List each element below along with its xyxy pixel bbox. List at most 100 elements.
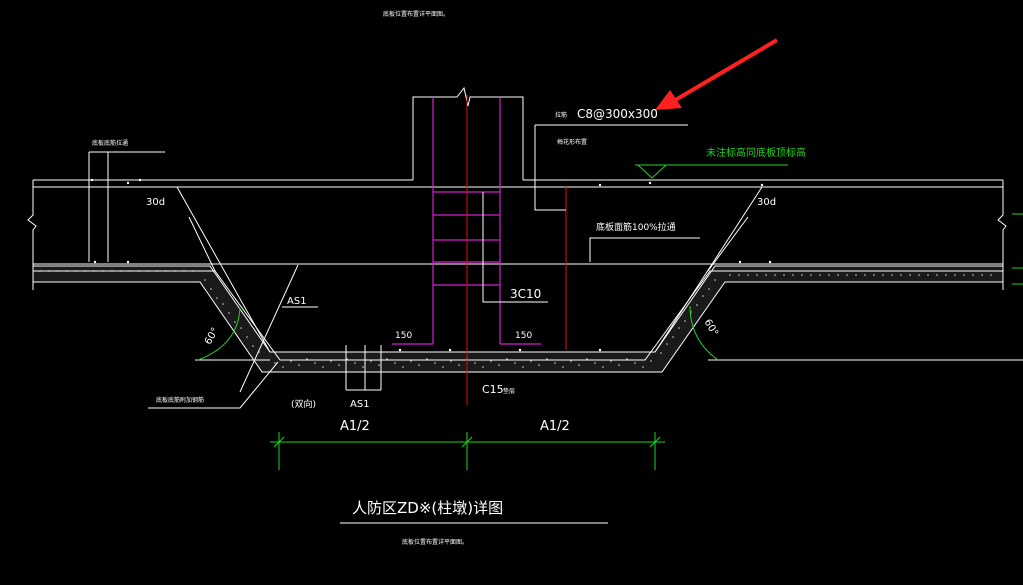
- label-bottom-bars-through: 底板底筋拉通: [92, 139, 128, 147]
- hatch-dot: [506, 358, 508, 360]
- hatch-dot: [909, 274, 911, 276]
- hatch-dot: [756, 274, 758, 276]
- hatch-dot: [634, 362, 636, 364]
- red-arrow: [655, 38, 779, 110]
- hatch-dot: [610, 360, 612, 362]
- hatch-dot: [458, 364, 460, 366]
- hatch-dot: [386, 358, 388, 360]
- arc-right: [689, 305, 719, 361]
- column-outline: [412, 86, 524, 180]
- hatch-dot: [738, 274, 740, 276]
- label-bottom-rebar-note: 底板面筋100%拉通: [596, 221, 676, 233]
- hatch-dot: [819, 274, 821, 276]
- label-anchor-right: 30d: [757, 197, 776, 208]
- hatch-dot: [222, 303, 224, 305]
- hatch-dot: [855, 274, 857, 276]
- leader-lines: [88, 124, 1023, 524]
- leader-mesh-v: [534, 125, 566, 211]
- hatch-dot: [618, 364, 620, 366]
- dimension-line: [270, 432, 665, 470]
- label-3c10: 3C10: [510, 287, 541, 301]
- hatch-dot: [714, 279, 716, 281]
- hatch-dot: [702, 295, 704, 297]
- hatch-dot: [442, 366, 444, 368]
- label-150-left: 150: [395, 331, 412, 341]
- hatch-dot: [810, 274, 812, 276]
- hatch-dot: [708, 288, 710, 290]
- label-cushion: C15: [482, 383, 504, 396]
- rebar-dot: [648, 181, 652, 185]
- hatch-dot: [666, 343, 668, 345]
- hatch-dot: [362, 366, 364, 368]
- hatch-dot: [626, 358, 628, 360]
- hatch-dot: [210, 288, 212, 290]
- hatch-dot: [306, 358, 308, 360]
- hatch-dot: [882, 274, 884, 276]
- rebar-dot: [738, 260, 742, 264]
- hatch-dot: [252, 345, 254, 347]
- hatch-dot: [274, 362, 276, 364]
- hatch-dot: [765, 274, 767, 276]
- hatch-dot: [864, 274, 866, 276]
- label-unmarked-elev: 未注标高同底板顶标高: [706, 146, 806, 159]
- hatch-dot: [216, 297, 218, 299]
- hatch-dot: [554, 362, 556, 364]
- rebar-dot: [760, 183, 764, 187]
- hatch-dot: [290, 360, 292, 362]
- hatch-dot: [846, 274, 848, 276]
- hatch-dot: [642, 366, 644, 368]
- hatch-dot: [562, 366, 564, 368]
- rebar-dot: [598, 348, 602, 352]
- hatch-dot: [346, 358, 348, 360]
- label-bottom-added: 底板底筋附加钢筋: [156, 396, 204, 404]
- break-symbol-left: [27, 180, 37, 290]
- hatch-dot: [370, 360, 372, 362]
- hatch-dot: [774, 274, 776, 276]
- rebar-dot: [398, 348, 402, 352]
- hatch-dot: [522, 366, 524, 368]
- arrow-shaft: [670, 38, 779, 104]
- hatch-dot: [378, 364, 380, 366]
- elevation-marker: [635, 164, 788, 179]
- hatch-dot: [990, 274, 992, 276]
- hatch-dot: [837, 274, 839, 276]
- hatch-dot: [530, 360, 532, 362]
- hatch-dot: [918, 274, 920, 276]
- break-symbol-right: [997, 180, 1007, 290]
- hatch-dot: [282, 366, 284, 368]
- hatch-dot: [594, 362, 596, 364]
- hatch-dot: [963, 274, 965, 276]
- hatch-dot: [570, 360, 572, 362]
- hatch-dot: [586, 358, 588, 360]
- hatch-dot: [578, 364, 580, 366]
- hatch-dot: [298, 364, 300, 366]
- hatch-dot: [498, 364, 500, 366]
- drawing-title: 人防区ZD※(柱墩)详图: [352, 499, 503, 517]
- rebar-dot: [138, 178, 142, 182]
- hatch-dot: [314, 362, 316, 364]
- hatch-dot: [873, 274, 875, 276]
- hatch-dot: [338, 364, 340, 366]
- label-as1-upper: AS1: [287, 296, 307, 307]
- leader-slope-left-a: [188, 216, 216, 272]
- arrow-head: [655, 90, 682, 110]
- label-double-way: (双向): [291, 398, 316, 410]
- hatch-dot: [228, 312, 230, 314]
- bottom-note: 底板位置布置详平面图。: [402, 538, 468, 546]
- cushion-layer: [32, 178, 1004, 373]
- hatch-dot: [927, 274, 929, 276]
- elev-triangle: [637, 164, 667, 179]
- hatch-dot: [801, 274, 803, 276]
- hatch-dot: [450, 360, 452, 362]
- hatch-dot: [240, 327, 242, 329]
- hatch-dot: [434, 362, 436, 364]
- angle-arcs: [197, 305, 719, 361]
- label-mesh-prefix: 拉筋: [555, 111, 567, 119]
- rebar-dot: [126, 181, 130, 185]
- hatch-dot: [546, 358, 548, 360]
- hatch-dot: [828, 274, 830, 276]
- cushion-band: [32, 265, 1004, 373]
- rebar-dot: [448, 348, 452, 352]
- label-angle-right: 60°: [702, 317, 720, 338]
